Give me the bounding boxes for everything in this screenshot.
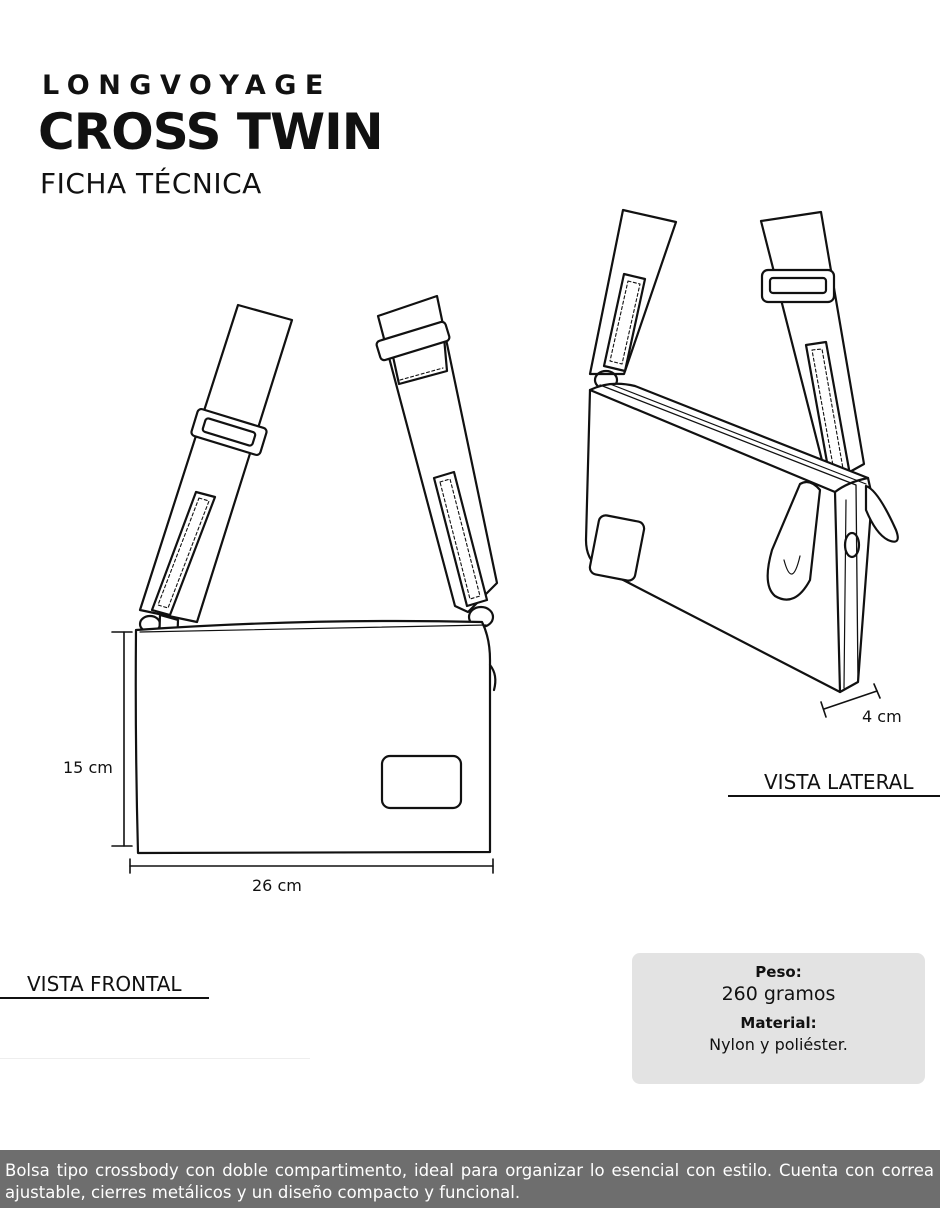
front-left-strap — [138, 303, 294, 624]
front-logo-patch — [380, 754, 463, 810]
material-value: Nylon y poliéster. — [709, 1035, 848, 1054]
front-right-slider-buckle — [375, 320, 451, 362]
sheet-subtitle: FICHA TÉCNICA — [40, 167, 262, 200]
side-left-strap-tab — [602, 272, 647, 373]
front-view-label: VISTA FRONTAL — [27, 972, 182, 996]
material-label: Material: — [740, 1014, 817, 1032]
side-zipper-pull-front — [766, 480, 822, 601]
brand-name: LONGVOYAGE — [42, 70, 332, 101]
width-dimension-label: 26 cm — [252, 876, 302, 895]
product-title: CROSS TWIN — [38, 103, 384, 161]
weight-value: 260 gramos — [721, 983, 836, 1005]
specs-box: Peso: 260 gramos Material: Nylon y polié… — [632, 953, 925, 1084]
front-view-bag-drawing — [134, 294, 499, 855]
dimension-lines — [111, 631, 881, 874]
divider — [0, 1058, 310, 1059]
weight-label: Peso: — [755, 963, 802, 981]
side-logo-patch — [588, 514, 646, 582]
front-left-strap-tab — [150, 490, 217, 617]
depth-dimension-label: 4 cm — [862, 707, 902, 726]
height-dimension-label: 15 cm — [63, 758, 113, 777]
product-description: Bolsa tipo crossbody con doble compartim… — [0, 1150, 940, 1208]
side-view-label: VISTA LATERAL — [764, 770, 914, 794]
front-view-underline — [0, 997, 209, 999]
side-zipper-pull-back — [864, 484, 899, 543]
side-view-bag-drawing — [584, 208, 899, 694]
side-view-underline — [728, 795, 940, 797]
front-bag-body — [134, 619, 492, 855]
